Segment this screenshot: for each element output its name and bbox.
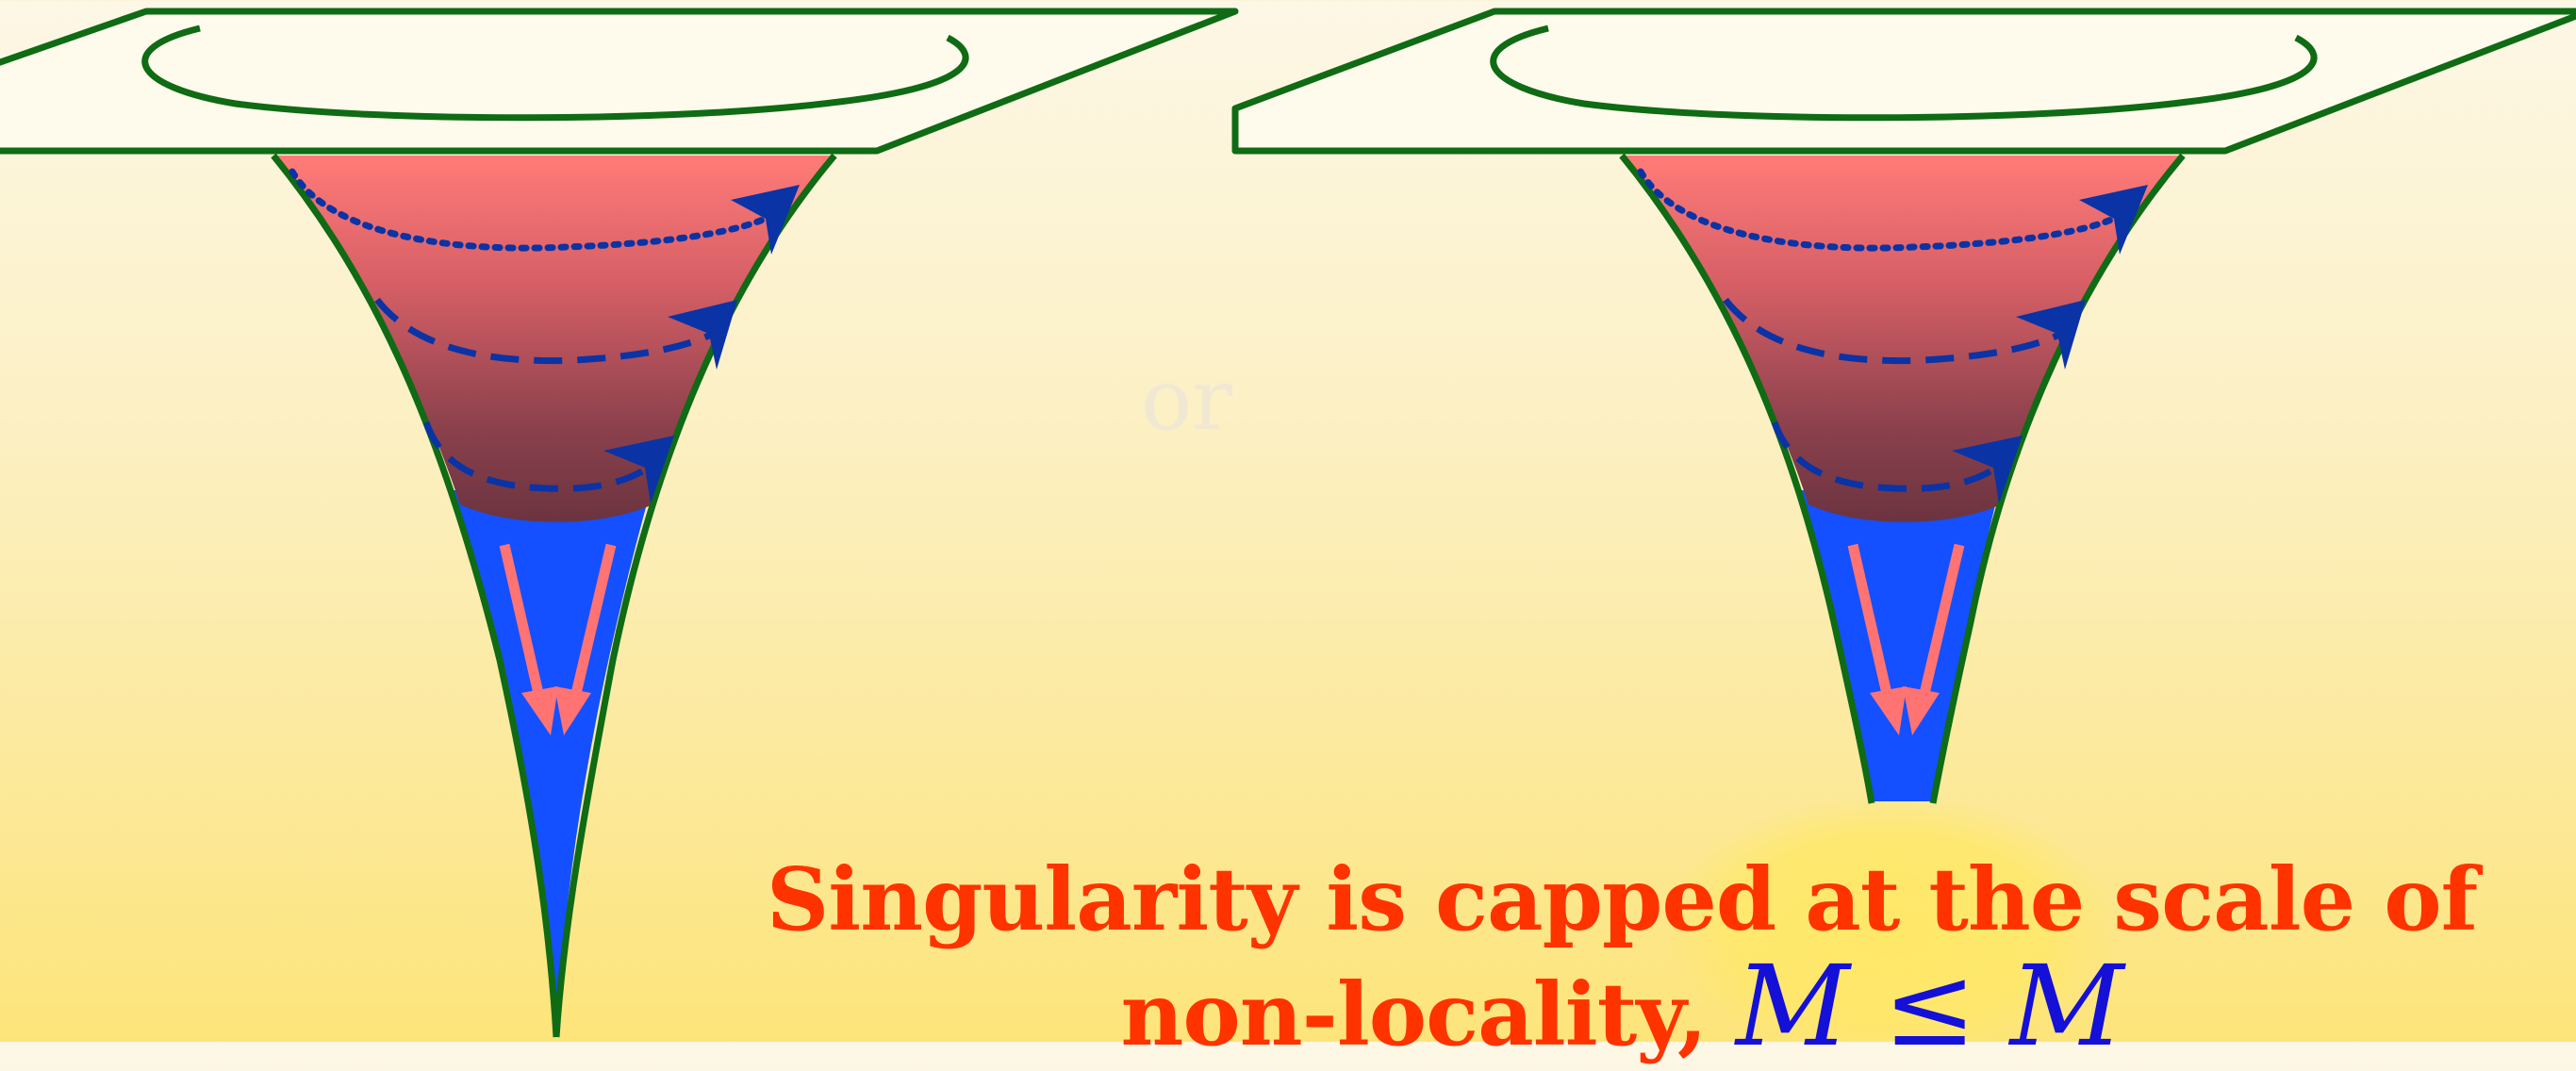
left-orbit-arrowhead-2	[668, 300, 737, 370]
left-orbit-ring-dotted	[289, 168, 777, 252]
left-orbit-arrowhead-1	[731, 185, 800, 255]
spacetime-diagram: or	[0, 8, 2576, 1042]
left-infall-arrow-shaft-1	[499, 543, 545, 700]
right-funnel-right-wall	[1929, 153, 2186, 804]
center-faint-mark: or	[1141, 351, 1233, 450]
caption: Singularity is capped at the scale of no…	[698, 849, 2546, 1067]
right-orbit-arrowhead-3	[1952, 436, 2023, 503]
left-funnel-throat	[453, 490, 651, 1037]
left-infall-arrowhead-1	[521, 686, 558, 735]
left-plane-orbit	[141, 25, 969, 122]
right-funnel-upper	[1622, 156, 2183, 522]
left-funnel-left-wall	[271, 153, 560, 1038]
right-orbit-arrowhead-1	[2079, 185, 2148, 255]
right-infall-arrowhead-1	[1870, 686, 1907, 735]
right-infall-arrow-shaft-1	[1847, 543, 1893, 700]
right-funnel-left-wall	[1619, 153, 1875, 804]
right-orbit-ring-dotted	[1637, 168, 2125, 252]
right-plane-orbit	[1490, 25, 2318, 122]
caption-line-1: Singularity is capped at the scale of	[766, 849, 2478, 950]
left-orbit-ring-lower	[422, 420, 653, 492]
left-orbit-arrowhead-3	[603, 436, 674, 503]
right-orbit-ring-lower	[1771, 420, 2002, 492]
right-orbit-ring-dashed	[1723, 297, 2067, 365]
right-infall-arrow-shaft-2	[1918, 543, 1965, 700]
left-spacetime-plane	[0, 8, 1239, 155]
right-infall-arrowhead-2	[1903, 686, 1940, 735]
left-funnel-right-wall	[553, 153, 837, 1038]
right-spacetime-plane	[1231, 8, 2576, 155]
right-funnel-throat	[1801, 490, 1999, 801]
right-panel-capped	[1231, 8, 2576, 1042]
right-orbit-arrowhead-2	[2016, 300, 2086, 370]
left-infall-arrowhead-2	[554, 686, 591, 735]
right-singularity-cap-glow	[1664, 795, 2117, 1042]
caption-line-2: non-locality, M ≤ M	[698, 947, 2546, 1066]
left-funnel-upper	[273, 156, 834, 522]
left-infall-arrow-shaft-2	[570, 543, 617, 700]
left-panel-classical	[0, 8, 1239, 1038]
caption-line-2-text: non-locality,	[1120, 964, 1708, 1066]
left-orbit-ring-dashed	[374, 297, 718, 365]
caption-math-expression: M ≤ M	[1735, 941, 2124, 1071]
